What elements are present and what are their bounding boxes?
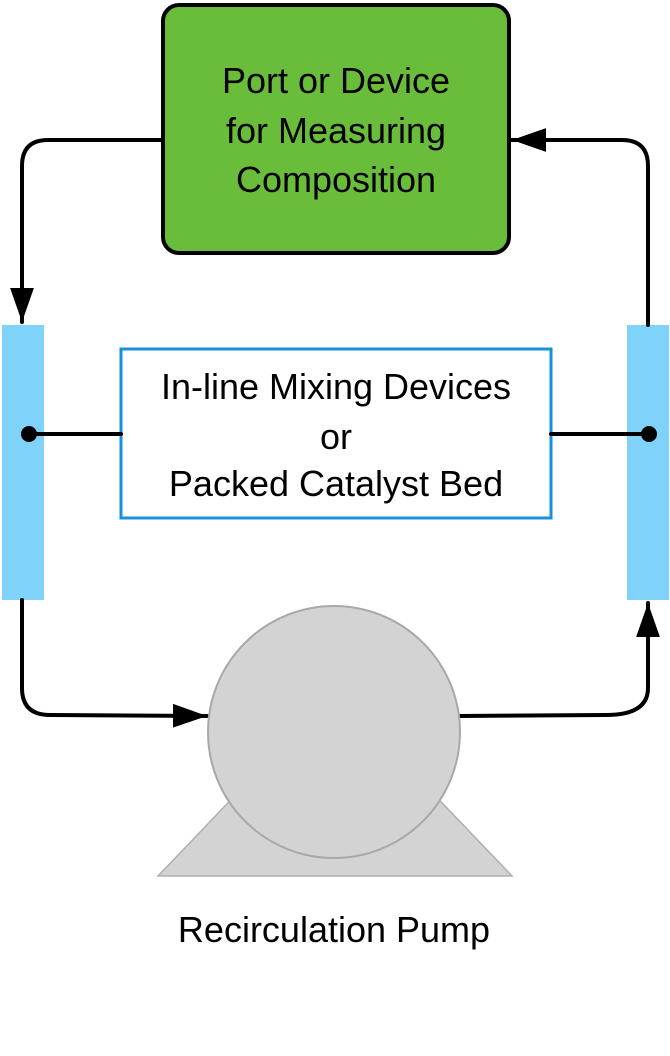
flow-arrow-to-right-column — [457, 601, 660, 718]
measurement-device-line-2: for Measuring — [226, 110, 446, 151]
mixing-device-rect — [119, 347, 553, 520]
left-connector-dot — [21, 426, 37, 442]
right-column — [627, 325, 669, 600]
right-connector-dot — [641, 426, 657, 442]
measurement-device-line-1: Port or Device — [222, 60, 450, 101]
pump-body — [207, 605, 461, 859]
flow-arrow-to-measurement-box — [510, 128, 650, 327]
mixing-device-line-2: or — [320, 416, 352, 457]
measurement-device-rect — [161, 3, 511, 255]
pump-label: Recirculation Pump — [178, 909, 490, 950]
left-column — [2, 325, 44, 600]
mixing-device-line-1: In-line Mixing Devices — [161, 366, 511, 407]
mixing-device-line-3: Packed Catalyst Bed — [169, 463, 503, 504]
flow-arrow-to-pump — [20, 598, 209, 728]
measurement-device-box: Port or Device for Measuring Composition — [161, 3, 511, 255]
recirculation-pump — [156, 605, 514, 877]
measurement-device-line-3: Composition — [236, 159, 436, 200]
flow-arrow-to-left-column — [10, 138, 165, 324]
mixing-device-box: In-line Mixing Devices or Packed Catalys… — [119, 347, 553, 520]
